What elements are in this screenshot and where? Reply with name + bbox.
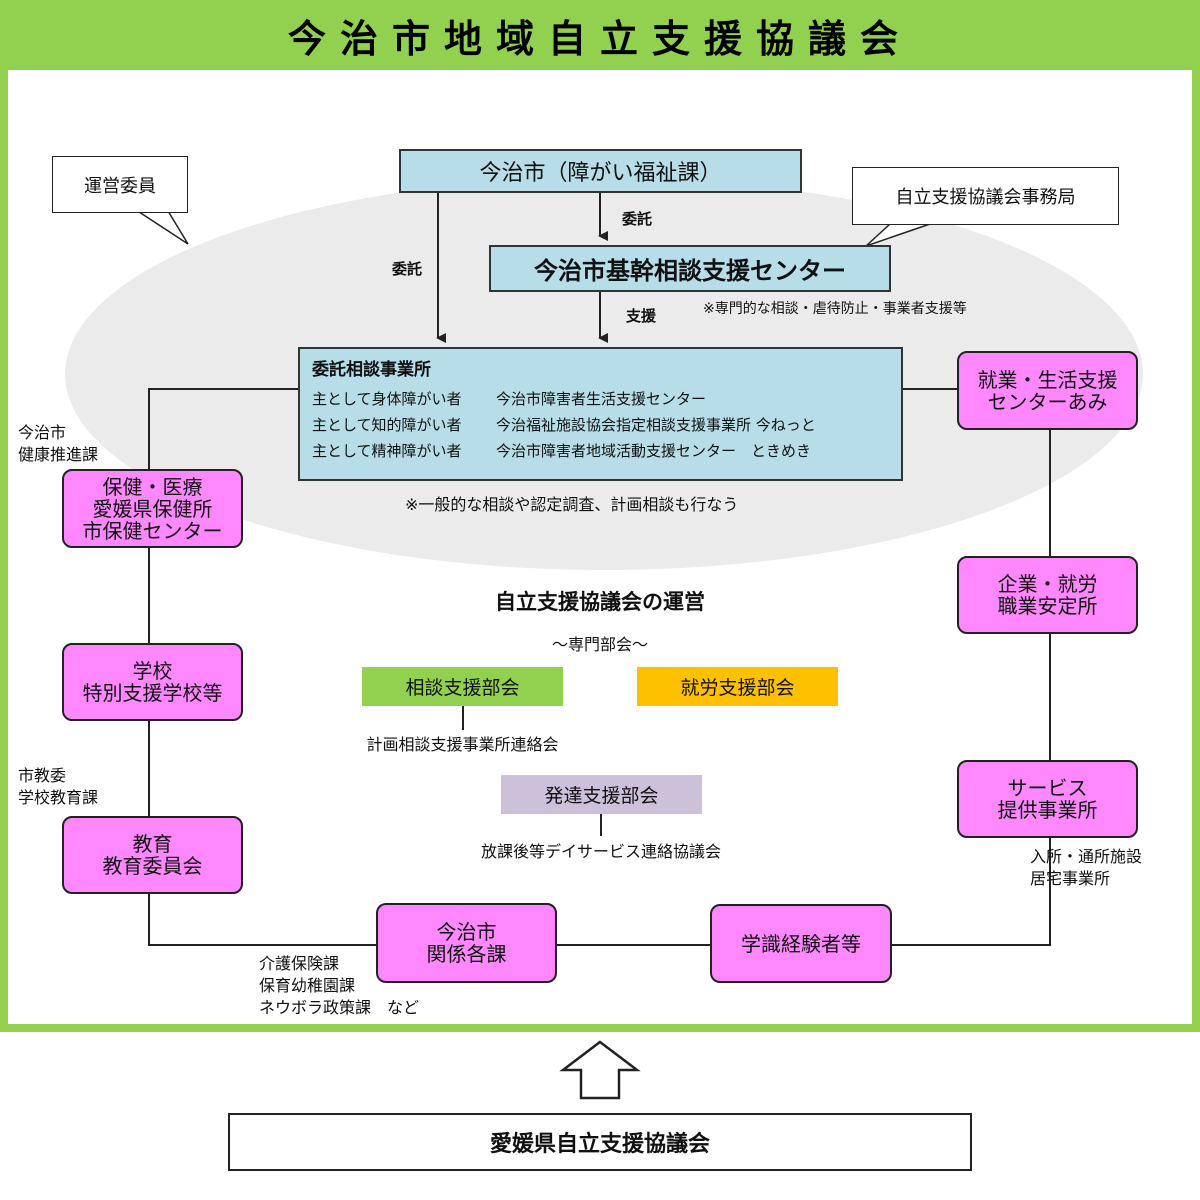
steering-callout: 運営委員 — [52, 156, 188, 213]
education-dept-label: 市教委 学校教育課 — [18, 766, 99, 807]
page-title: 今治市地域自立支援協議会 — [287, 16, 912, 61]
city-depts-box: 今治市 関係各課 — [376, 903, 557, 983]
operation-heading: 自立支援協議会の運営 — [495, 590, 705, 614]
title-band: 今治市地域自立支援協議会 — [0, 0, 1200, 70]
education-box: 教育 教育委員会 — [62, 816, 243, 894]
employment-office-box: 企業・就労 職業安定所 — [957, 556, 1138, 634]
consign-target: 主として知的障がい者 — [312, 416, 462, 434]
experts-box: 学識経験者等 — [710, 904, 892, 983]
core-center-box: 今治市基幹相談支援センター — [489, 245, 891, 292]
consign-target: 主として身体障がい者 — [312, 390, 462, 408]
committee-consultation: 相談支援部会 — [362, 667, 563, 706]
steering-callout-text: 運営委員 — [84, 175, 156, 197]
city-welfare-text: 今治市（障がい福祉課） — [479, 161, 722, 186]
committee-consultation-child: 計画相談支援事業所連絡会 — [366, 735, 559, 754]
edge-label-support: 支援 — [626, 307, 657, 325]
core-center-note: ※専門的な相談・虐待防止・事業者支援等 — [703, 301, 967, 317]
up-arrow-icon — [559, 1040, 641, 1100]
consign-row: 主として身体障がい者 今治市障害者生活支援センター — [312, 389, 901, 409]
consign-row: 主として精神障がい者 今治市障害者地域活動支援センター ときめき — [312, 441, 901, 461]
consign-heading: 委託相談事業所 — [312, 360, 431, 380]
right-bottom-line — [892, 837, 1051, 946]
consign-box: 委託相談事業所 主として身体障がい者 今治市障害者生活支援センター 主として知的障… — [298, 347, 903, 481]
secretariat-callout-tail — [865, 223, 931, 247]
consign-row: 主として知的障がい者 今治福祉施設協会指定相談支援事業所 今ねっと — [312, 415, 901, 435]
edge-label-entrust-left: 委託 — [392, 260, 423, 278]
health-box: 保健・医療 愛媛県保健所 市保健センター — [62, 469, 243, 548]
consign-provider: 今治市障害者生活支援センター — [496, 390, 707, 408]
consign-provider: 今治福祉施設協会指定相談支援事業所 今ねっと — [496, 416, 816, 434]
edge-label-entrust-center: 委託 — [622, 210, 653, 228]
city-welfare-box: 今治市（障がい福祉課） — [399, 149, 802, 193]
health-dept-label: 今治市 健康推進課 — [18, 423, 99, 464]
school-box: 学校 特別支援学校等 — [62, 643, 243, 721]
consign-note: ※一般的な相談や認定調査、計画相談も行なう — [405, 495, 739, 514]
committee-employment: 就労支援部会 — [637, 667, 838, 706]
service-provider-label: 入所・通所施設 居宅事業所 — [1030, 847, 1143, 888]
prefecture-council-text: 愛媛県自立支援協議会 — [489, 1132, 710, 1157]
consign-provider: 今治市障害者地域活動支援センター ときめき — [496, 442, 812, 460]
service-provider-box: サービス 提供事業所 — [957, 760, 1138, 838]
prefecture-council-box: 愛媛県自立支援協議会 — [228, 1113, 972, 1171]
secretariat-callout-text: 自立支援協議会事務局 — [895, 187, 1076, 208]
secretariat-callout: 自立支援協議会事務局 — [852, 167, 1119, 225]
committee-development: 発達支援部会 — [501, 775, 702, 814]
city-depts-label: 介護保険課 保育幼稚園課 ネウボラ政策課 など — [259, 954, 420, 1017]
consign-target: 主として精神障がい者 — [312, 442, 462, 460]
operation-subheading: ～専門部会～ — [551, 635, 648, 654]
employment-life-center-box: 就業・生活支援 センターあみ — [957, 351, 1138, 430]
committee-development-child: 放課後等デイサービス連絡協議会 — [480, 842, 721, 861]
core-center-text: 今治市基幹相談支援センター — [534, 257, 846, 285]
